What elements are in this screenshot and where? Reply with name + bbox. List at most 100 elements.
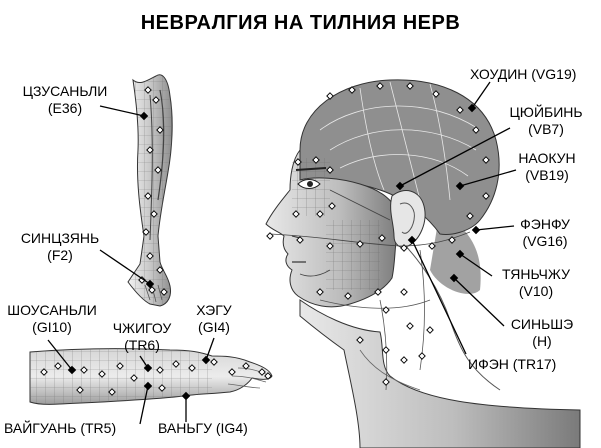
label-gi10: ШОУСАНЬЛИ (GI10): [2, 302, 102, 336]
acupoint-marker: [482, 156, 490, 164]
leader-h: [453, 277, 505, 327]
acupoint-marker: [156, 366, 164, 374]
acupoint-marker: [382, 378, 390, 386]
point-name: ХЭГУ: [196, 302, 232, 318]
acupoint-marker: [326, 166, 334, 174]
leader-tr17: [411, 239, 467, 355]
acupoint-marker: [456, 106, 464, 114]
acupoint-marker: [144, 192, 152, 200]
acupoint-marker: [348, 86, 356, 94]
acupoint-marker: [152, 96, 160, 104]
acupoint-marker: [264, 372, 272, 380]
point-code: (GI4): [198, 319, 230, 335]
point-name: ФЭНФУ: [520, 216, 570, 232]
acupoint-marker: [116, 362, 124, 370]
acupoint-marker: [374, 288, 382, 296]
arm-figure: [29, 348, 273, 405]
point-code: (E36): [47, 100, 83, 116]
acupoint-marker: [108, 388, 116, 396]
label-vg16: ФЭНФУ (VG16): [510, 216, 580, 250]
acupoint-marker: [400, 288, 408, 296]
point-name: ЦЗУСАНЬЛИ: [22, 83, 108, 99]
label-v10: ТЯНЬЧЖУ (V10): [488, 266, 584, 300]
acupoint-marker: [54, 362, 62, 370]
acupoint-marker: [472, 126, 480, 134]
acupoint-markers: [40, 82, 490, 401]
label-h: СИНЬШЭ (H): [498, 316, 586, 350]
leader-vg16: [475, 225, 515, 231]
leader-f2: [99, 249, 151, 285]
label-ig4: ВАНЬГУ (IG4): [158, 420, 248, 436]
acupoint-marker: [344, 292, 352, 300]
acupoint-marker: [40, 368, 48, 376]
acupoint-marker: [144, 86, 152, 94]
acupoint-marker: [356, 240, 364, 248]
leader-vb7: [399, 127, 511, 187]
acupoint-marker: [316, 288, 324, 296]
leader-e36: [99, 105, 145, 117]
acupoint-marker: [146, 252, 154, 260]
point-code: (GI10): [32, 319, 72, 335]
leader-lines: [47, 81, 517, 425]
point-code: (VG16): [522, 233, 568, 249]
acupoint-marker: [378, 234, 386, 242]
acupoint-marker: [382, 306, 390, 314]
acupoint-marker: [210, 358, 218, 366]
acupoint-marker: [266, 232, 274, 240]
acupoint-marker: [428, 242, 436, 250]
point-code: (F2): [47, 247, 73, 263]
acupoint-marker: [158, 384, 166, 392]
label-vb19: НАОКУН (VB19): [506, 150, 588, 184]
acupoint-marker: [188, 364, 196, 372]
acupoint-marker: [148, 286, 156, 294]
acupoint-marker: [80, 366, 88, 374]
label-f2: СИНЦЗЯНЬ (F2): [12, 230, 108, 264]
label-tr17: ИФЭН (TR17): [468, 356, 557, 372]
acupoint-marker: [130, 374, 138, 382]
point-name: СИНЬШЭ: [510, 316, 574, 332]
label-vb7: ЦЮЙБИНЬ (VB7): [500, 104, 592, 138]
acupoint-marker: [400, 356, 408, 364]
acupoint-marker: [294, 158, 302, 166]
leader-gi10: [47, 339, 73, 371]
acupoint-marker: [466, 212, 474, 220]
head-figure: [265, 79, 581, 448]
acupoint-marker: [76, 386, 84, 394]
label-vg19: ХОУДИН (VG19): [470, 66, 577, 82]
leader-tr6: [139, 355, 149, 369]
leader-gi4: [205, 337, 215, 361]
point-code: (VB19): [525, 167, 569, 183]
acupoint-marker: [432, 90, 440, 98]
acupoint-marker: [326, 242, 334, 250]
acupoint-marker: [156, 126, 164, 134]
label-tr6: ЧЖИГОУ (TR6): [96, 320, 188, 354]
point-name: НАОКУН: [518, 150, 576, 166]
leader-tr5: [139, 385, 149, 425]
point-name: ЧЖИГОУ: [112, 320, 172, 336]
acupoint-marker: [448, 236, 456, 244]
acupoint-marker: [150, 210, 158, 218]
acupoint-marker: [406, 322, 414, 330]
point-name: ТЯНЬЧЖУ: [501, 266, 571, 282]
acupoint-marker: [242, 362, 250, 370]
acupoint-marker: [418, 352, 426, 360]
acupoint-marker: [356, 336, 364, 344]
acupoint-marker: [426, 326, 434, 334]
acupoint-marker: [376, 82, 384, 90]
acupoint-marker: [400, 244, 408, 252]
acupoint-marker: [172, 360, 180, 368]
point-code: (V10): [518, 283, 554, 299]
acupoint-marker: [228, 368, 236, 376]
point-name: ЦЮЙБИНЬ: [509, 104, 583, 120]
acupoint-marker: [292, 210, 300, 218]
acupoint-marker: [258, 368, 266, 376]
acupoint-marker: [98, 370, 106, 378]
leader-vb19: [459, 169, 517, 187]
acupoint-marker: [296, 236, 304, 244]
acupoint-marker: [482, 192, 490, 200]
acupoint-marker: [326, 92, 334, 100]
leader-v10: [459, 253, 493, 277]
acupoint-marker: [406, 82, 414, 90]
acupoint-marker: [146, 146, 154, 154]
